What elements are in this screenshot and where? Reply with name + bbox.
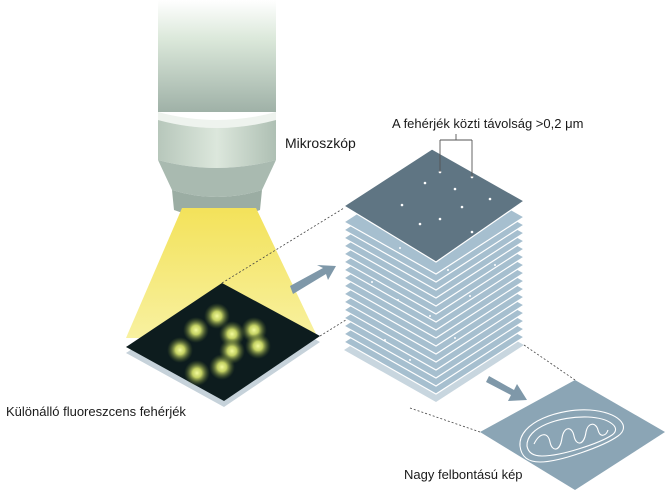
light-cone	[126, 208, 318, 338]
result-plate-surface	[480, 380, 665, 490]
layer-dots	[371, 247, 496, 361]
protein-spot	[245, 333, 271, 359]
result-label: Nagy felbontású kép	[404, 467, 523, 482]
stack-top-layer	[342, 148, 526, 263]
objective-lower-body	[158, 120, 276, 168]
result-image-plate	[480, 380, 665, 490]
objective-ring	[158, 112, 276, 128]
image-layer-stack	[342, 148, 526, 402]
microscope-label: Mikroszkóp	[285, 135, 356, 151]
protein-spot	[184, 360, 210, 386]
arrow-to-stack	[290, 265, 336, 294]
microscope-objective	[158, 0, 276, 218]
proteins-label: Különálló fluoreszcens fehérjék	[6, 404, 186, 419]
distance-label: A fehérjék közti távolság >0,2 μm	[392, 116, 583, 131]
objective-body	[158, 0, 276, 112]
protein-spot	[183, 317, 209, 343]
distance-bracket	[439, 134, 473, 177]
protein-spot	[167, 337, 193, 363]
sample-plate	[126, 283, 320, 407]
protein-spot	[204, 303, 230, 329]
arrow-to-result	[486, 376, 527, 401]
protein-spot	[209, 354, 235, 380]
fluorescent-proteins	[167, 303, 271, 386]
top-layer-dots	[400, 170, 492, 234]
objective-taper	[158, 160, 276, 197]
mitochondrion-outline	[519, 409, 624, 463]
